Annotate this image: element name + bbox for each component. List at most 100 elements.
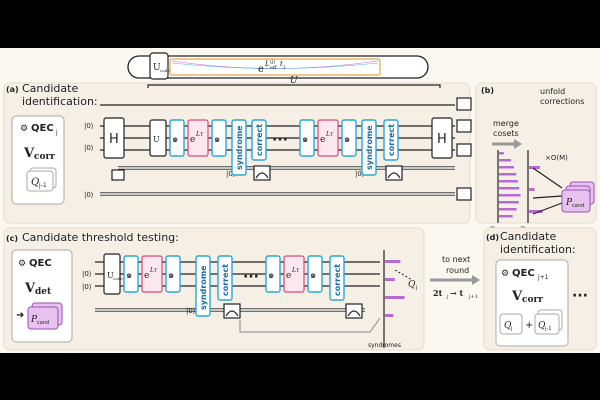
elt-c1: e [144,271,149,281]
qec-sub-d: j+1 [537,274,549,281]
q-label-a: Q [31,177,39,188]
syndrome-box-a1 [231,119,247,176]
spiral-icon: ๑ [302,134,308,145]
panel-a-tag: (a) [6,85,19,94]
histogram-bar [499,173,517,176]
noise-gate-c2 [165,255,181,293]
meter-out-4 [456,187,472,201]
ket0-a-3: |0⟩ [84,191,94,199]
noise-gate-a1 [169,119,185,157]
dots-c: ··· [243,269,259,285]
exp-sup-tj: j [283,64,286,70]
histogram-bar [499,159,512,162]
pcand-b: P [565,198,573,208]
rule-arrow: → t [450,288,463,298]
meter-out-3 [456,143,472,157]
pcand-b-sub: cand [572,203,584,209]
hadamard-gate-left [103,117,125,159]
panel-a-title-line2: identification: [22,95,98,108]
vcorr-label-a: V [23,146,35,161]
syndrome-a2: syndrome [365,125,374,170]
unitary-bracket [147,84,441,88]
correct-box-a1 [251,119,267,161]
rule-2t: 2t [433,288,443,298]
vcorr-sub-a: corr [34,152,55,162]
h-label-left: H [109,132,119,147]
qec-label-d: QEC [512,268,535,279]
ucode-box-a [149,119,167,157]
dots-a: ··· [272,132,288,148]
elt-gate-a2 [317,119,339,157]
histogram-bar [385,278,395,281]
ket0-a-1: |0⟩ [84,122,94,130]
ucode-c: U [107,271,114,280]
histogram-bar [529,210,543,213]
histogram-bar [499,215,513,218]
pcand-c: P [30,315,38,325]
rule-sub2: j+1 [468,294,478,300]
spiral-icon: ๑ [310,270,316,281]
vdet-label: V [24,281,36,296]
qec-sub-a: j [55,129,58,136]
q-sub-a: j-1 [38,182,47,189]
histogram-bar [385,260,401,263]
panel-a-title-line1: Candidate [22,82,78,95]
syndrome-box-c [195,255,211,317]
qec-label-a: QEC [31,123,54,134]
qec-card-c: ⚙ QEC V det ➜ P cand [11,249,73,343]
syndrome-a1: syndrome [235,125,244,170]
ucode-top: U [153,63,161,73]
panel-c-tag: (c) [6,234,18,243]
histogram-bar [499,194,521,197]
q-sub-c: j [415,285,417,291]
dots-d: ··· [572,288,588,304]
next-round-line2: round [446,266,469,275]
correct-a2: correct [387,124,396,156]
pcand-stack-b [561,189,591,213]
spiral-icon: ๑ [172,134,178,145]
histogram-bar [499,208,517,211]
panel-c: (c) Candidate threshold testing: ⚙ QEC V… [3,227,425,351]
histogram-bar [499,166,514,169]
q-label-c: Q [408,280,416,290]
syndromes-label: syndromes [368,342,401,349]
evolution-block: e L (j) eff t j U code [127,52,429,80]
panel-c-title: Candidate threshold testing: [22,231,179,244]
spiral-icon: ๑ [268,270,274,281]
histogram-bar [499,180,518,183]
spiral-icon: ๑ [168,270,174,281]
elt-gate-c1 [141,255,163,293]
correct-box-a2 [383,119,399,161]
bars-b-left [499,152,521,218]
qec-icon: ⚙ [20,124,28,134]
merge-line2: cosets [493,129,519,138]
vcorr-sub-d: corr [522,295,543,305]
noise-gate-c1 [123,255,139,293]
q2-d: Q [538,321,546,331]
gray-feedback [239,317,381,333]
histogram-bar [499,187,520,190]
q2-d-sub: j-1 [544,326,551,332]
histogram-bar [385,314,394,317]
correct-c2: correct [333,264,342,296]
panel-d-title-line1: Candidate [500,230,556,243]
times-o: ×O(M) [545,154,568,162]
merge-line1: merge [493,119,519,128]
pcand-c-sub: cand [37,320,49,326]
figure-svg: (a) Candidate identification: ⚙ QEC j V … [3,52,597,351]
elt-gate-c2 [283,255,305,293]
correct-box-c2 [329,255,345,301]
qec-card-a: ⚙ QEC j V corr Q j-1 [11,115,65,205]
panel-d-tag: (d) [486,233,499,242]
histogram-bar [385,296,405,299]
histogram-bar [499,201,519,204]
histogram-bar [529,188,535,191]
unitary-label: U [290,76,298,86]
elt-sup-a1: Lτ [195,131,204,138]
ucode-c-sub: code [113,276,123,281]
exp-sup-t: t [280,60,283,68]
ket0-a-2: |0⟩ [84,144,94,152]
plus-d: + [525,320,533,331]
exp-base: e [258,64,264,75]
ket0-c-3: |0⟩ [186,307,196,315]
